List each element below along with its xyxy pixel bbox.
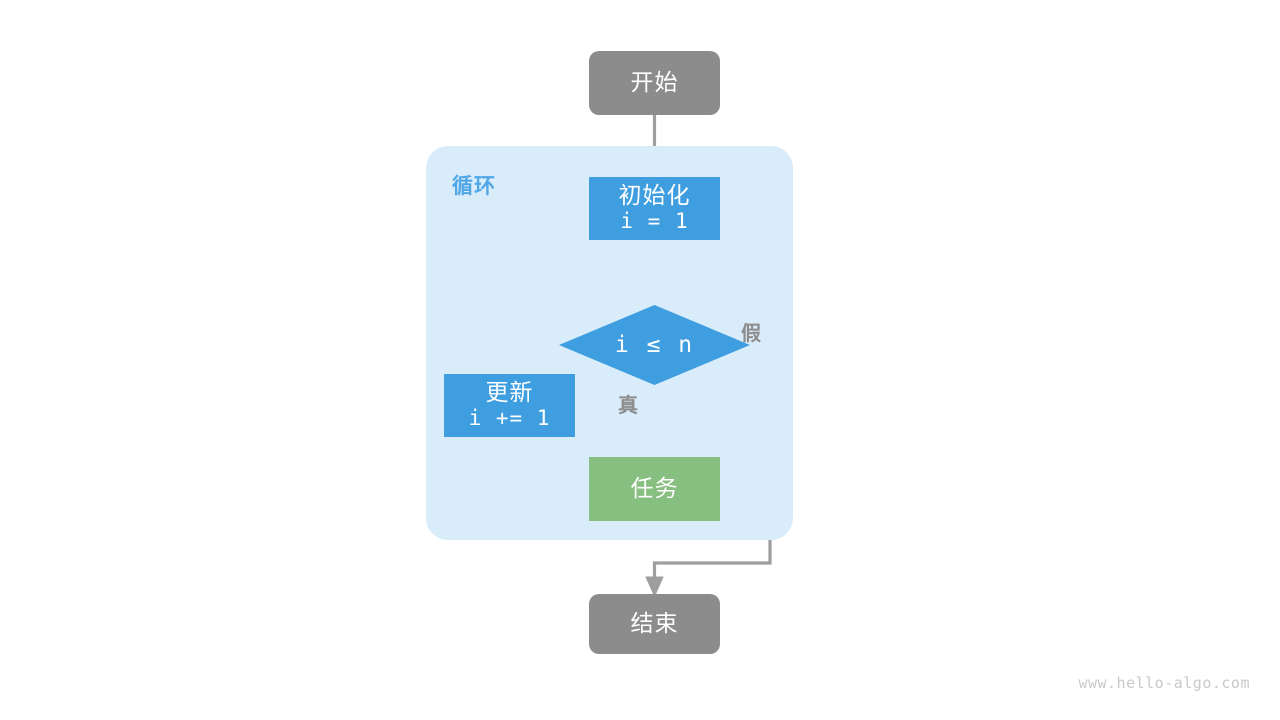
branch-label-false: 假	[741, 323, 762, 345]
node-start-label: 开始	[630, 69, 679, 96]
node-initialize[interactable]: 初始化 i = 1	[589, 177, 720, 240]
node-condition[interactable]: i ≤ n	[559, 305, 750, 385]
node-task-label: 任务	[630, 475, 679, 502]
watermark: www.hello-algo.com	[1078, 674, 1250, 692]
node-initialize-code: i = 1	[620, 209, 689, 234]
node-update-code: i += 1	[468, 406, 551, 431]
node-end-label: 结束	[630, 610, 679, 637]
node-initialize-label: 初始化	[618, 182, 691, 209]
condition-diamond-shape	[559, 305, 750, 385]
node-condition-code: i ≤ n	[614, 332, 695, 358]
node-update[interactable]: 更新 i += 1	[444, 374, 575, 437]
node-start[interactable]: 开始	[589, 51, 720, 115]
loop-container-label: 循环	[452, 175, 496, 198]
node-end[interactable]: 结束	[589, 594, 720, 654]
node-task[interactable]: 任务	[589, 457, 720, 521]
branch-label-true: 真	[618, 395, 639, 417]
node-update-label: 更新	[485, 379, 534, 406]
